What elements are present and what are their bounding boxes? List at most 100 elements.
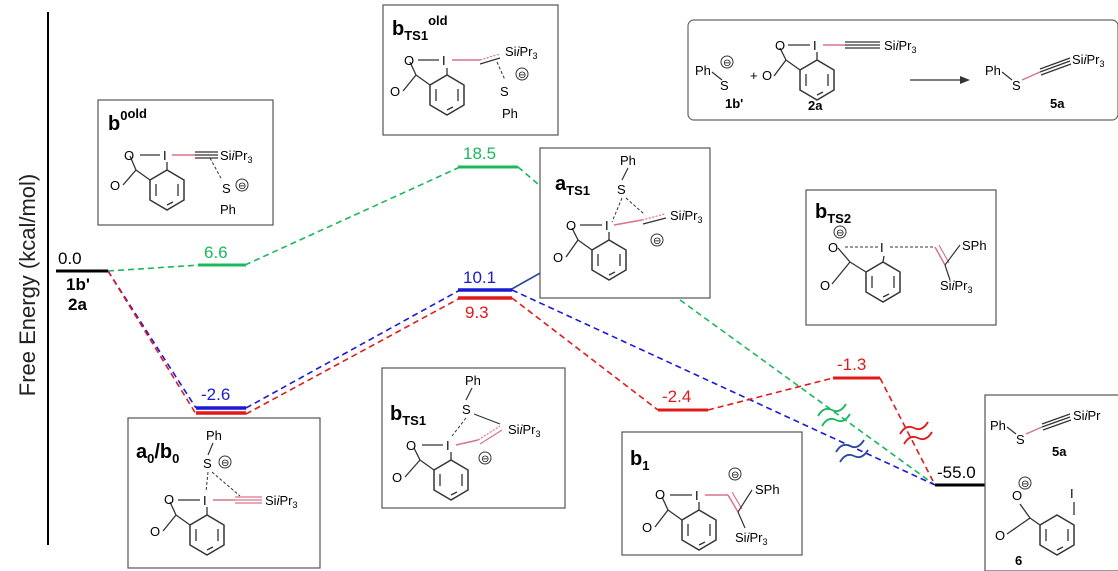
svg-text:O: O: [828, 240, 838, 255]
green-connector-2: [244, 166, 461, 266]
red-connector-3: [511, 297, 659, 411]
structure-label-a0b0: a0/b0: [136, 441, 179, 466]
red-connector-1: [107, 270, 197, 415]
svg-text:+: +: [750, 68, 758, 83]
svg-text:5a: 5a: [1050, 96, 1065, 111]
svg-text:⊖: ⊖: [653, 236, 661, 247]
structure-box-bts1old: bTS1old O O I SiiPr3 S ⊖ Ph: [382, 4, 559, 136]
species-label-1b: 1b': [66, 275, 90, 294]
svg-text:SiiPr3: SiiPr3: [508, 422, 540, 439]
svg-text:S: S: [720, 78, 729, 93]
energy-value-b1: -2.4: [662, 387, 691, 406]
svg-text:Ph: Ph: [985, 63, 1001, 78]
svg-text:Ph: Ph: [220, 202, 236, 217]
blue-connector-1: [107, 270, 197, 409]
energy-value-ts1old: 18.5: [463, 144, 496, 163]
svg-text:S: S: [1016, 432, 1025, 447]
structure-box-product: Ph S SiiPr 5a ⊖ O O I 6: [984, 394, 1118, 571]
svg-text:1b': 1b': [725, 96, 743, 111]
energy-value-a0b0: -2.6: [201, 385, 230, 404]
axis-break-red: [899, 421, 933, 445]
svg-text:SiiPr3: SiiPr3: [1072, 52, 1104, 69]
svg-text:O: O: [642, 520, 652, 535]
svg-text:O: O: [775, 38, 785, 53]
energy-value-ats1: 10.1: [463, 268, 496, 287]
svg-text:5a: 5a: [1052, 444, 1067, 459]
svg-text:O: O: [762, 68, 772, 83]
energy-value-product: -55.0: [937, 463, 976, 482]
svg-text:S: S: [500, 84, 509, 99]
svg-text:SiiPr: SiiPr: [1073, 408, 1101, 423]
svg-text:Ph: Ph: [502, 106, 518, 121]
svg-text:SPh: SPh: [755, 482, 780, 497]
green-connector-1: [107, 264, 201, 272]
svg-text:SPh: SPh: [962, 238, 987, 253]
red-connector-2: [245, 297, 461, 415]
svg-text:O: O: [404, 53, 414, 68]
structure-label-b0old: b0old: [108, 106, 147, 135]
structure-box-bts2: bTS2 ⊖ O O I SPh SiiPr3: [805, 189, 997, 326]
svg-text:6: 6: [1015, 553, 1022, 568]
svg-text:S: S: [1012, 78, 1021, 93]
structure-box-b1: b1 O O I ⊖ SPh SiiPr3: [621, 431, 803, 556]
svg-text:SiiPr3: SiiPr3: [884, 38, 916, 55]
blue-connector-3: [511, 289, 936, 486]
svg-text:SiiPr3: SiiPr3: [940, 278, 972, 295]
green-connector-4: [679, 299, 936, 486]
svg-text:S: S: [462, 402, 471, 417]
svg-text:⊖: ⊖: [518, 70, 526, 81]
svg-text:O: O: [390, 84, 400, 99]
y-axis-title: Free Energy (kcal/mol): [15, 174, 40, 397]
svg-text:Ph: Ph: [695, 63, 711, 78]
svg-text:⊖: ⊖: [481, 454, 489, 465]
svg-text:2a: 2a: [808, 98, 823, 113]
svg-text:I: I: [1070, 486, 1074, 501]
svg-text:I: I: [203, 493, 207, 508]
svg-text:I: I: [442, 53, 446, 68]
svg-text:⊖: ⊖: [723, 58, 731, 69]
svg-text:I: I: [163, 148, 167, 163]
svg-text:S: S: [617, 182, 626, 197]
svg-text:O: O: [392, 470, 402, 485]
blue-connector-2: [245, 289, 461, 409]
red-connector-5: [879, 377, 936, 486]
green-connector-3: [517, 166, 539, 185]
structure-box-bts1: bTS1 Ph S O O I SiiPr3 ⊖: [381, 367, 566, 509]
species-label-2a: 2a: [68, 295, 87, 314]
svg-text:I: I: [695, 488, 699, 503]
svg-text:O: O: [150, 524, 160, 539]
energy-value-b0old: 6.6: [204, 243, 228, 262]
reaction-scheme: Ph S ⊖ 1b' + O O I SiiPr3 2a Ph S SiiPr3…: [687, 19, 1118, 121]
green-pathway: [107, 166, 936, 486]
svg-text:O: O: [110, 178, 120, 193]
blue-pathway: [107, 270, 936, 486]
structure-box-a0b0: a0/b0 Ph S ⊖ O O I SiiPr3: [127, 417, 321, 569]
axis-break-green: [817, 403, 851, 427]
svg-text:SiiPr3: SiiPr3: [220, 148, 252, 165]
structure-label-bts1old: bTS1old: [392, 13, 448, 43]
structure-label-bts1: bTS1: [390, 403, 426, 428]
svg-text:O: O: [164, 492, 174, 507]
energy-value-bts1: 9.3: [465, 303, 489, 322]
svg-text:O: O: [655, 487, 665, 502]
svg-text:SiiPr3: SiiPr3: [265, 493, 297, 510]
svg-text:Ph: Ph: [206, 428, 222, 443]
svg-text:⊖: ⊖: [836, 228, 844, 239]
svg-text:I: I: [446, 438, 450, 453]
structure-box-b0old: b0old O O I SiiPr3 S ⊖ Ph: [97, 99, 274, 226]
svg-text:SiiPr3: SiiPr3: [505, 44, 537, 61]
structure-label-b1: b1: [630, 448, 649, 473]
svg-text:⊖: ⊖: [238, 181, 246, 192]
svg-text:O: O: [124, 148, 134, 163]
svg-text:O: O: [406, 438, 416, 453]
svg-text:SiiPr3: SiiPr3: [670, 208, 702, 225]
svg-text:I: I: [813, 38, 817, 53]
energy-value-bts2: -1.3: [837, 355, 866, 374]
red-connector-4: [707, 377, 834, 411]
svg-text:S: S: [203, 456, 212, 471]
axis-break-blue: [835, 439, 869, 463]
svg-text:O: O: [1012, 488, 1022, 503]
svg-text:O: O: [566, 218, 576, 233]
svg-text:SiiPr3: SiiPr3: [735, 530, 767, 547]
